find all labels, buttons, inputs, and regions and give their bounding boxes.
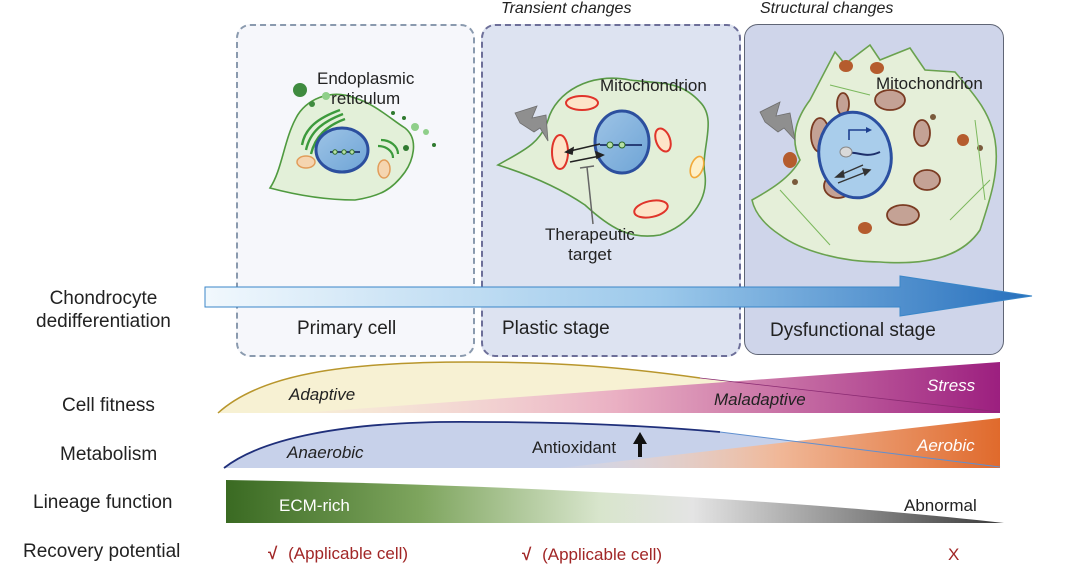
stage-header-transient: Transient changes <box>501 0 632 17</box>
label-line: Endoplasmic <box>317 69 415 88</box>
stage-name-primary: Primary cell <box>297 318 397 339</box>
row-label-metabolism: Metabolism <box>60 444 158 465</box>
dedifferentiation-arrow <box>204 275 1033 317</box>
endoplasmic-reticulum-icon <box>300 108 346 155</box>
label-line: target <box>568 245 612 264</box>
primary-cell-illustration <box>268 83 436 201</box>
mitochondrion-icon <box>551 95 672 219</box>
band-text-maladaptive: Maladaptive <box>714 390 806 409</box>
recovery-dysfunctional: X <box>948 545 959 565</box>
band-text-aerobic: Aerobic <box>917 436 975 455</box>
up-arrow-icon <box>633 432 647 457</box>
therapeutic-target-pointer <box>586 166 594 225</box>
check-icon: √ <box>268 544 278 563</box>
metabolism-band <box>223 418 1001 469</box>
nucleus-icon <box>314 126 370 174</box>
lightning-stress-icon <box>514 105 549 142</box>
row-label-recovery-potential: Recovery potential <box>23 541 181 562</box>
recovery-plastic: √ (Applicable cell) <box>522 545 662 565</box>
mitochondrion-icon <box>296 155 316 169</box>
row-label-lineage-function: Lineage function <box>33 492 173 513</box>
er-vesicle-large <box>293 83 307 97</box>
label-line: Chondrocyte <box>49 288 158 309</box>
recovery-primary: √ (Applicable cell) <box>268 544 408 564</box>
band-text-anaerobic: Anaerobic <box>287 443 364 462</box>
band-text-stress: Stress <box>927 376 976 395</box>
cross-icon: X <box>948 545 960 564</box>
fitness-stress-wedge <box>300 362 1000 413</box>
recovery-text: (Applicable cell) <box>542 545 663 564</box>
label-mitochondrion-dysfunctional: Mitochondrion <box>876 74 983 93</box>
band-text-ecm-rich: ECM-rich <box>279 496 350 515</box>
label-line: Therapeutic <box>545 225 635 244</box>
label-endoplasmic-reticulum: Endoplasmic reticulum <box>317 69 414 109</box>
label-line: dedifferentiation <box>36 311 171 332</box>
row-label-cell-fitness: Cell fitness <box>62 395 155 416</box>
label-line: reticulum <box>331 89 401 108</box>
row-label-dedifferentiation: Chondrocyte dedifferentiation <box>36 287 171 333</box>
lineage-function-wedge <box>226 480 1004 523</box>
lightning-stress-icon <box>759 101 796 142</box>
metabolism-aerobic-wedge <box>560 418 1000 468</box>
dysfunctional-cell-illustration <box>751 43 998 264</box>
label-mitochondrion-plastic: Mitochondrion <box>600 76 707 95</box>
check-icon: √ <box>522 545 532 564</box>
stage-header-structural: Structural changes <box>760 0 894 17</box>
plastic-cell-illustration <box>496 77 709 237</box>
band-text-antioxidant: Antioxidant <box>532 438 617 457</box>
band-text-abnormal: Abnormal <box>904 496 977 515</box>
recovery-text: (Applicable cell) <box>288 544 409 563</box>
band-text-adaptive: Adaptive <box>289 385 356 404</box>
cell-fitness-band <box>217 361 1001 414</box>
label-therapeutic-target: Therapeutic target <box>545 225 635 265</box>
stage-name-dysfunctional: Dysfunctional stage <box>770 320 936 341</box>
stage-name-plastic: Plastic stage <box>502 318 610 339</box>
